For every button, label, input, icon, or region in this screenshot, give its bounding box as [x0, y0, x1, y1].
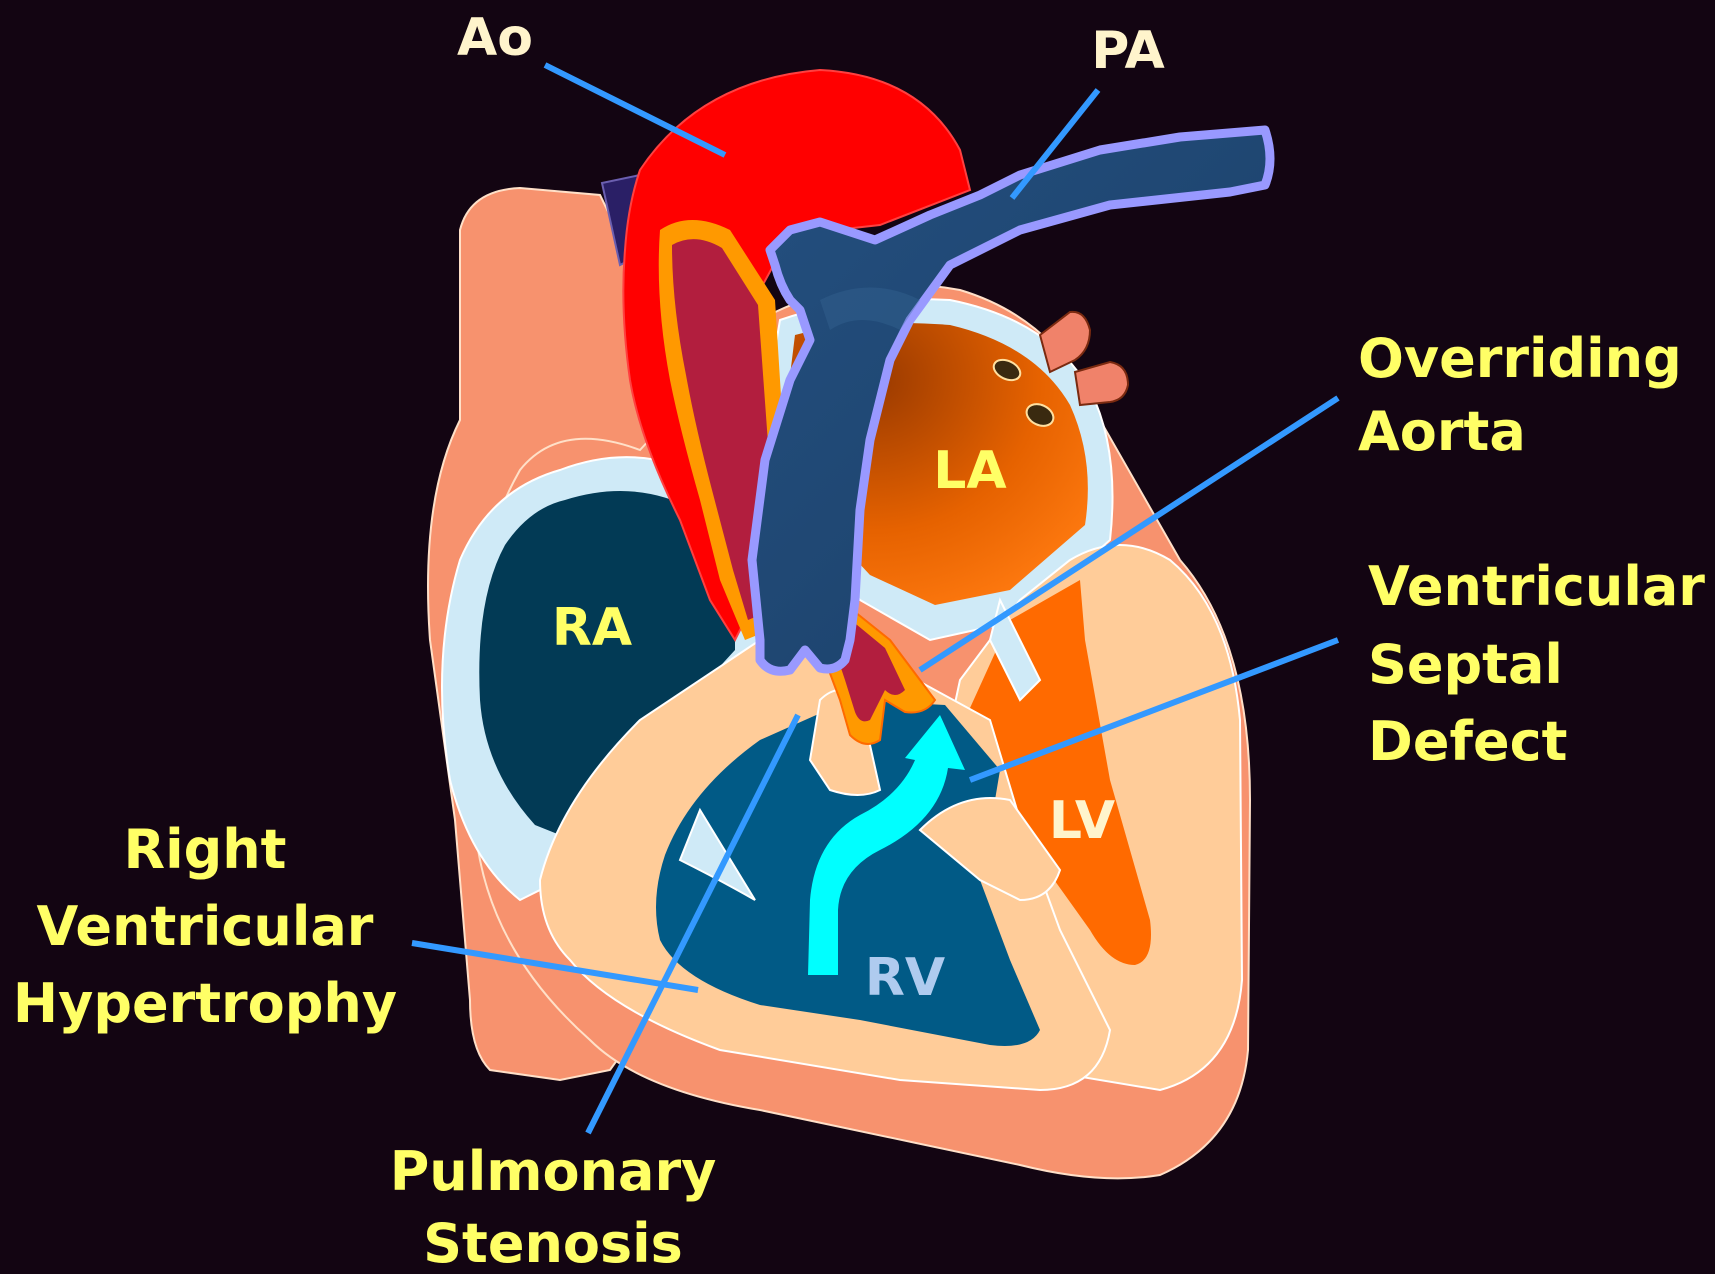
- svg-text:Pulmonary: Pulmonary: [390, 1140, 717, 1203]
- svg-text:Stenosis: Stenosis: [423, 1212, 683, 1274]
- svg-text:Hypertrophy: Hypertrophy: [13, 972, 397, 1035]
- svg-text:Septal: Septal: [1368, 633, 1563, 696]
- label-la: LA: [933, 441, 1006, 501]
- svg-text:Ventricular: Ventricular: [37, 895, 374, 958]
- svg-text:Overriding: Overriding: [1358, 327, 1682, 390]
- svg-text:Ventricular: Ventricular: [1368, 555, 1705, 618]
- label-rv: RV: [865, 948, 945, 1008]
- label-ra: RA: [552, 598, 632, 658]
- label-lv: LV: [1049, 791, 1115, 851]
- svg-text:Defect: Defect: [1368, 710, 1567, 773]
- svg-text:Right: Right: [123, 818, 286, 881]
- label-ao: Ao: [457, 8, 533, 68]
- label-pa: PA: [1091, 21, 1165, 81]
- svg-text:Aorta: Aorta: [1358, 400, 1526, 463]
